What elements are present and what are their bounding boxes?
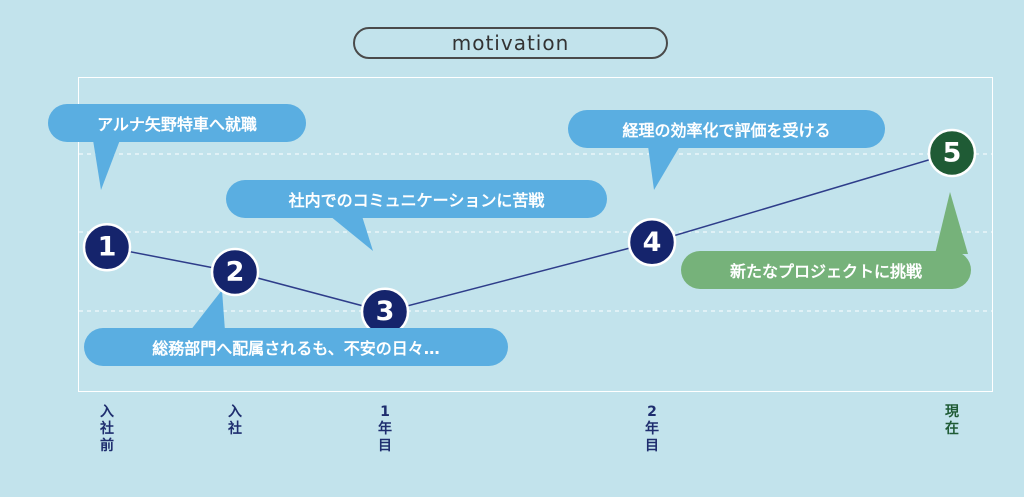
data-point-label-4: 4 bbox=[643, 227, 662, 258]
annotation-5: 新たなプロジェクトに挑戦 bbox=[681, 251, 971, 289]
annotation-1: アルナ矢野特車へ就職 bbox=[48, 104, 306, 142]
chart-title: motivation bbox=[353, 27, 668, 59]
annotation-2: 総務部門へ配属されるも、不安の日々… bbox=[84, 328, 508, 366]
annotation-3: 社内でのコミュニケーションに苦戦 bbox=[226, 180, 607, 218]
data-point-2: 2 bbox=[210, 247, 260, 297]
callout-tail-3 bbox=[330, 216, 373, 251]
data-point-4: 4 bbox=[627, 218, 677, 267]
plot-area bbox=[78, 77, 993, 392]
callout-tail-5 bbox=[935, 192, 968, 254]
data-point-label-1: 1 bbox=[98, 232, 117, 263]
x-tick-label-5: 現在 bbox=[945, 404, 959, 437]
callout-tail-2 bbox=[190, 290, 225, 331]
data-point-label-2: 2 bbox=[226, 257, 245, 288]
annotation-4: 経理の効率化で評価を受ける bbox=[568, 110, 885, 148]
callout-tail-4 bbox=[648, 146, 680, 190]
data-point-5: 5 bbox=[927, 128, 977, 178]
data-point-label-5: 5 bbox=[943, 138, 962, 169]
x-tick-label-2: 入社 bbox=[228, 404, 242, 437]
data-point-3: 3 bbox=[360, 287, 410, 336]
x-tick-label-1: 入社前 bbox=[100, 404, 114, 454]
data-point-1: 1 bbox=[82, 222, 132, 272]
callout-tail-1 bbox=[93, 140, 120, 190]
data-point-label-3: 3 bbox=[376, 296, 395, 327]
